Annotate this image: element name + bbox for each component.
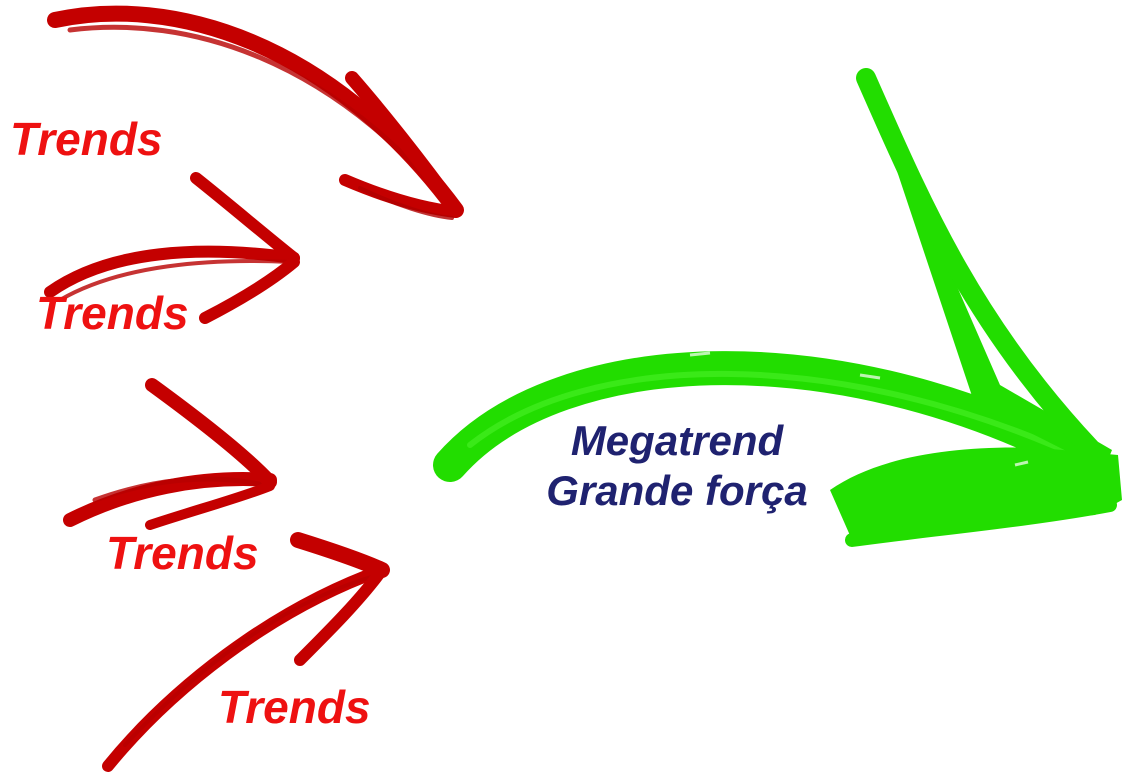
trend-arrow-1-icon — [47, 5, 464, 220]
megatrend-title: Megatrend — [570, 417, 784, 464]
trend-arrow-4-icon — [102, 532, 390, 772]
trend-arrow-3-icon — [63, 378, 277, 530]
trend-label-3: Trends — [106, 527, 259, 579]
megatrend-subtitle: Grande força — [546, 467, 808, 515]
trend-label-4: Trends — [218, 681, 371, 733]
trend-arrow-2-icon — [44, 172, 300, 324]
trend-label-2: Trends — [36, 287, 189, 339]
megatrend-arrow-icon — [433, 68, 1122, 547]
trend-label-1: Trends — [10, 113, 163, 165]
megatrend-label: Megatrend Grande força — [512, 416, 842, 517]
